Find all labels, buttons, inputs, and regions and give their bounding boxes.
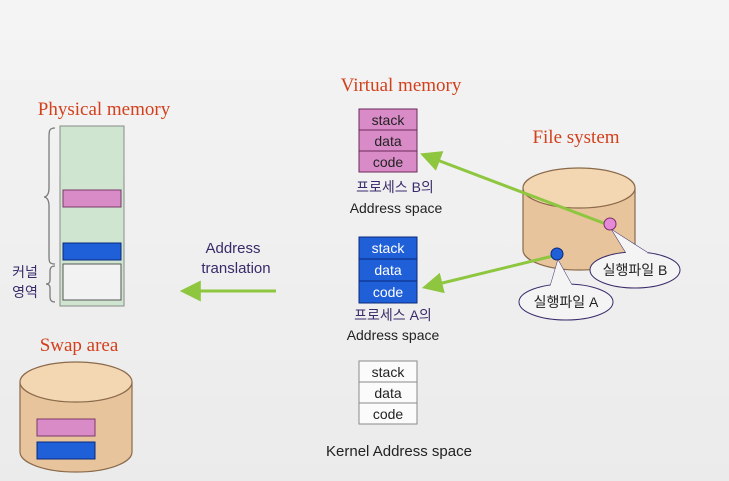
process-a-address-space: stack data code [358, 236, 418, 304]
process-b-address-space: stack data code [358, 108, 418, 173]
file-a-load-arrow [421, 254, 554, 294]
kernel-address-space-caption: Kernel Address space [326, 443, 472, 460]
process-b-caption-line1: 프로세스 B의 [356, 179, 434, 195]
kernel-area-brace [45, 265, 56, 303]
kernel-area-label-line2: 영역 [12, 284, 38, 300]
address-translation-line1: Address [205, 240, 260, 257]
file-a-dot [550, 247, 564, 261]
file-system-title: File system [532, 127, 619, 148]
physical-memory-title: Physical memory [38, 99, 171, 120]
process-b-code-label: code [373, 154, 404, 170]
swap-pink-segment [36, 418, 96, 437]
process-b-caption-line2: Address space [350, 200, 443, 216]
kernel-address-space: stack data code [358, 360, 418, 425]
file-b-dot [603, 217, 617, 231]
process-b-data-label: data [374, 133, 401, 149]
kernel-stack-label: stack [372, 364, 406, 380]
swap-blue-segment [36, 441, 96, 460]
file-b-load-arrow [420, 151, 607, 226]
swap-area-title: Swap area [40, 335, 119, 356]
process-a-code-label: code [373, 284, 404, 300]
address-translation-line2: translation [201, 260, 270, 277]
kernel-code-label: code [373, 406, 404, 422]
kernel-data-label: data [374, 385, 401, 401]
process-a-caption-line2: Address space [347, 327, 440, 343]
virtual-memory-title: Virtual memory [341, 75, 462, 96]
user-area-brace [43, 127, 56, 265]
process-a-caption-line1: 프로세스 A의 [354, 307, 432, 323]
executable-b-callout: 실행파일 B [589, 229, 681, 289]
physical-pink-segment [62, 189, 122, 208]
executable-a-callout: 실행파일 A [518, 258, 614, 321]
physical-memory-block [59, 125, 125, 307]
process-b-stack-label: stack [372, 112, 406, 128]
process-a-data-label: data [374, 262, 401, 278]
kernel-area-label-line1: 커널 [12, 264, 38, 280]
executable-a-label: 실행파일 A [534, 294, 599, 310]
file-system-cylinder [522, 167, 636, 271]
swap-area-cylinder [19, 361, 133, 473]
process-a-stack-label: stack [372, 240, 406, 256]
physical-blue-segment [62, 242, 122, 261]
executable-b-label: 실행파일 B [603, 262, 668, 278]
physical-kernel-segment [62, 263, 122, 301]
